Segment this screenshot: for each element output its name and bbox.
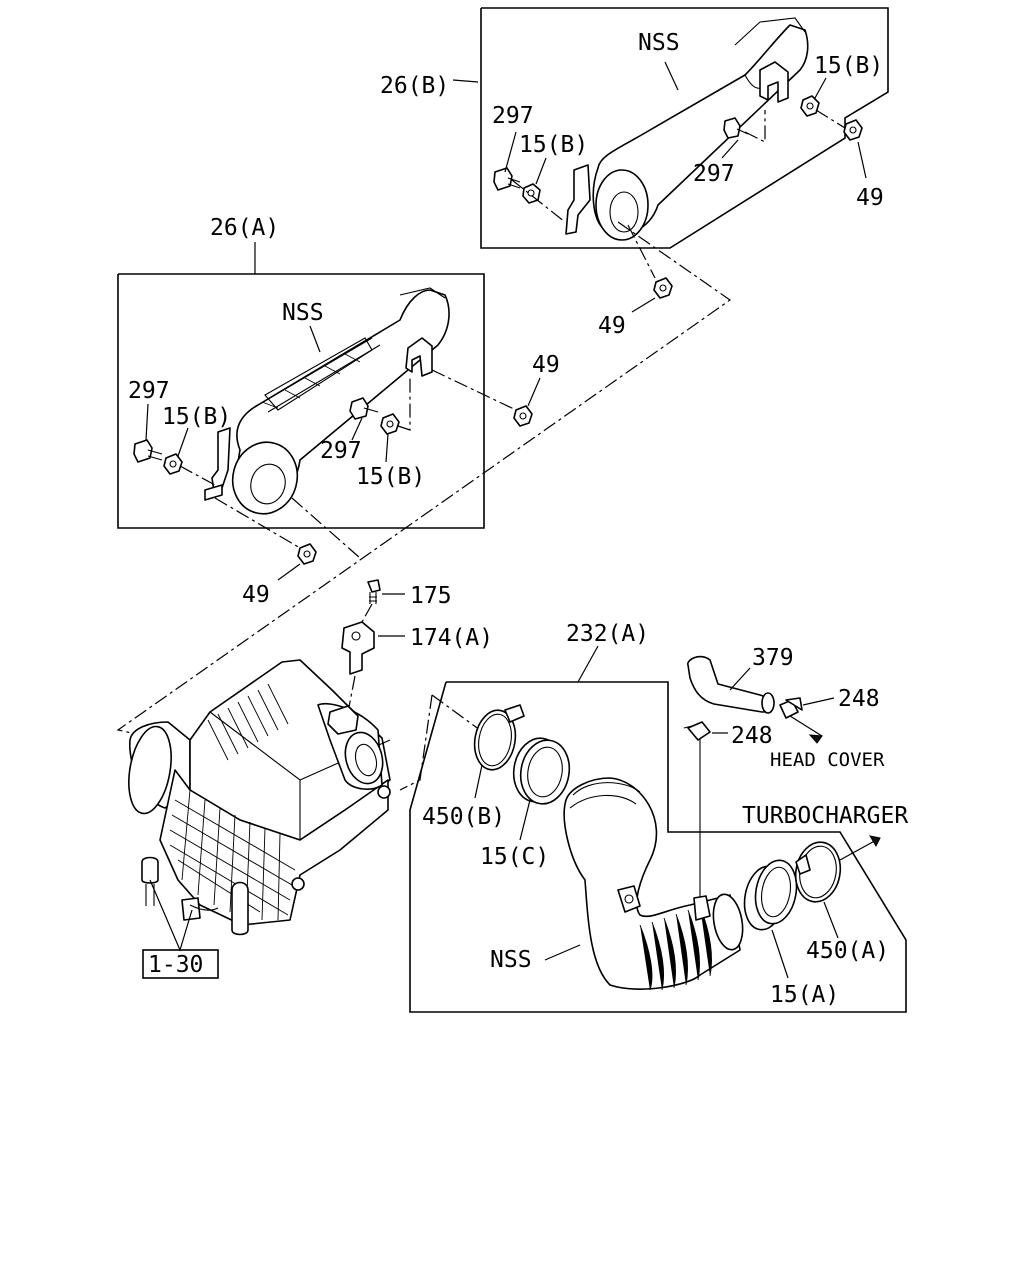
nut-15b-right-b (800, 95, 820, 117)
label-15b-left-a: 15(B) (162, 404, 231, 430)
nut-15b-mid-a (380, 413, 400, 435)
hose-379 (687, 655, 775, 714)
label-49-right-a: 49 (532, 352, 560, 378)
label-turbocharger: TURBOCHARGER (742, 803, 908, 829)
nut-49-right-a (513, 405, 533, 427)
nut-49-bottom-b (653, 277, 673, 299)
clamp-450b (473, 704, 525, 771)
label-232a: 232(A) (566, 621, 649, 647)
label-175: 175 (410, 583, 452, 609)
label-15a: 15(A) (770, 982, 839, 1008)
label-nss-a: NSS (282, 300, 324, 326)
label-297-top-b: 297 (492, 103, 534, 129)
box-232a: 450(B) 15(C) NSS 15(A) (399, 645, 908, 1013)
label-174a: 174(A) (410, 625, 493, 651)
clamp-248-mid (683, 721, 711, 741)
label-297-mid-a: 297 (320, 438, 362, 464)
bolt-297-left-b (493, 167, 521, 191)
nut-15b-left-a (163, 453, 183, 475)
label-15c: 15(C) (480, 844, 549, 870)
clamp-15c (512, 737, 571, 805)
label-49-bottom-b: 49 (598, 313, 626, 339)
bolt-175 (367, 579, 381, 604)
clamp-450a (794, 841, 842, 903)
label-297-left-a: 297 (128, 378, 170, 404)
bolt-297-left-a (133, 439, 163, 463)
duct-26b (565, 17, 809, 241)
label-26a: 26(A) (210, 215, 279, 241)
label-248-mid: 248 (731, 723, 773, 749)
label-15b-mid-a: 15(B) (356, 464, 425, 490)
duct-26a (204, 287, 450, 515)
label-15b-left-b: 15(B) (519, 132, 588, 158)
label-49-right-b: 49 (856, 185, 884, 211)
bolt-1-30 (141, 856, 159, 906)
clamp-15a (743, 859, 798, 931)
nut-49-right-b (843, 119, 863, 141)
label-nss-hose: NSS (490, 947, 532, 973)
bolt-297-mid-a (349, 397, 379, 420)
label-49-bottom-a: 49 (242, 582, 270, 608)
air-cleaner-assembly (128, 659, 391, 936)
label-26b: 26(B) (380, 73, 449, 99)
label-15b-right-b: 15(B) (814, 53, 883, 79)
label-450b: 450(B) (422, 804, 505, 830)
label-450a: 450(A) (806, 938, 889, 964)
bracket-174a (341, 621, 375, 675)
nut-49-bottom-a (297, 543, 317, 565)
hose-nss (563, 777, 744, 991)
label-head-cover: HEAD COVER (770, 749, 885, 771)
label-297-right-b: 297 (693, 161, 735, 187)
box-26b: 26(B) NSS 297 15(B) 15(B) 297 49 (380, 7, 889, 249)
clamp-248-right (779, 697, 803, 719)
label-nss-b: NSS (638, 30, 680, 56)
box-26a: 26(A) NSS 297 15(B) 297 15(B) (117, 215, 485, 529)
label-1-30: 1-30 (148, 952, 203, 978)
label-379: 379 (752, 645, 794, 671)
label-248-right: 248 (838, 686, 880, 712)
